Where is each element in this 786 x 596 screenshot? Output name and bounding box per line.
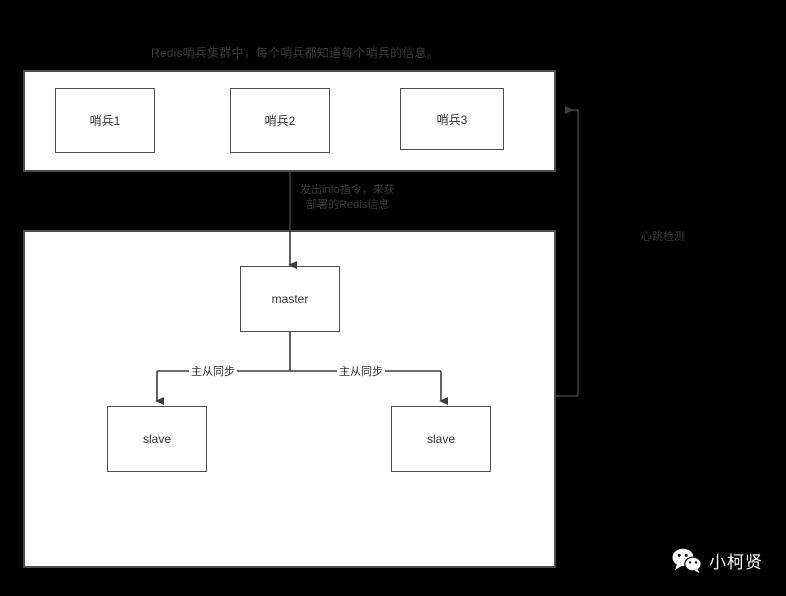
info-command-label: 发出info指令，来获 部署的Redis信息 xyxy=(300,184,395,211)
sentinel-node-2[interactable]: 哨兵2 xyxy=(230,88,330,153)
sync-label-left: 主从同步 xyxy=(189,363,237,379)
slave-node-2[interactable]: slave xyxy=(391,406,491,472)
watermark: 小柯贤 xyxy=(672,548,763,578)
slave-node-1[interactable]: slave xyxy=(107,406,207,472)
master-node[interactable]: master xyxy=(240,266,340,332)
page-title: Redis哨兵集群中，每个哨兵都知道每个哨兵的信息。 xyxy=(151,46,439,60)
watermark-text: 小柯贤 xyxy=(709,553,763,572)
master-node-label: master xyxy=(271,292,309,306)
edge-heartbeat xyxy=(556,106,579,397)
heartbeat-label: 心跳检测 xyxy=(641,231,685,243)
sentinel-node-1[interactable]: 哨兵1 xyxy=(55,88,155,153)
slave-node-1-label: slave xyxy=(142,432,171,446)
sentinel-node-1-label: 哨兵1 xyxy=(89,114,121,128)
slave-node-2-label: slave xyxy=(426,432,455,446)
sentinel-node-2-label: 哨兵2 xyxy=(264,114,296,128)
sentinel-node-3-label: 哨兵3 xyxy=(436,112,468,127)
wechat-icon xyxy=(672,548,702,578)
sentinel-node-3[interactable]: 哨兵3 xyxy=(400,88,504,150)
sync-label-right: 主从同步 xyxy=(337,363,385,379)
